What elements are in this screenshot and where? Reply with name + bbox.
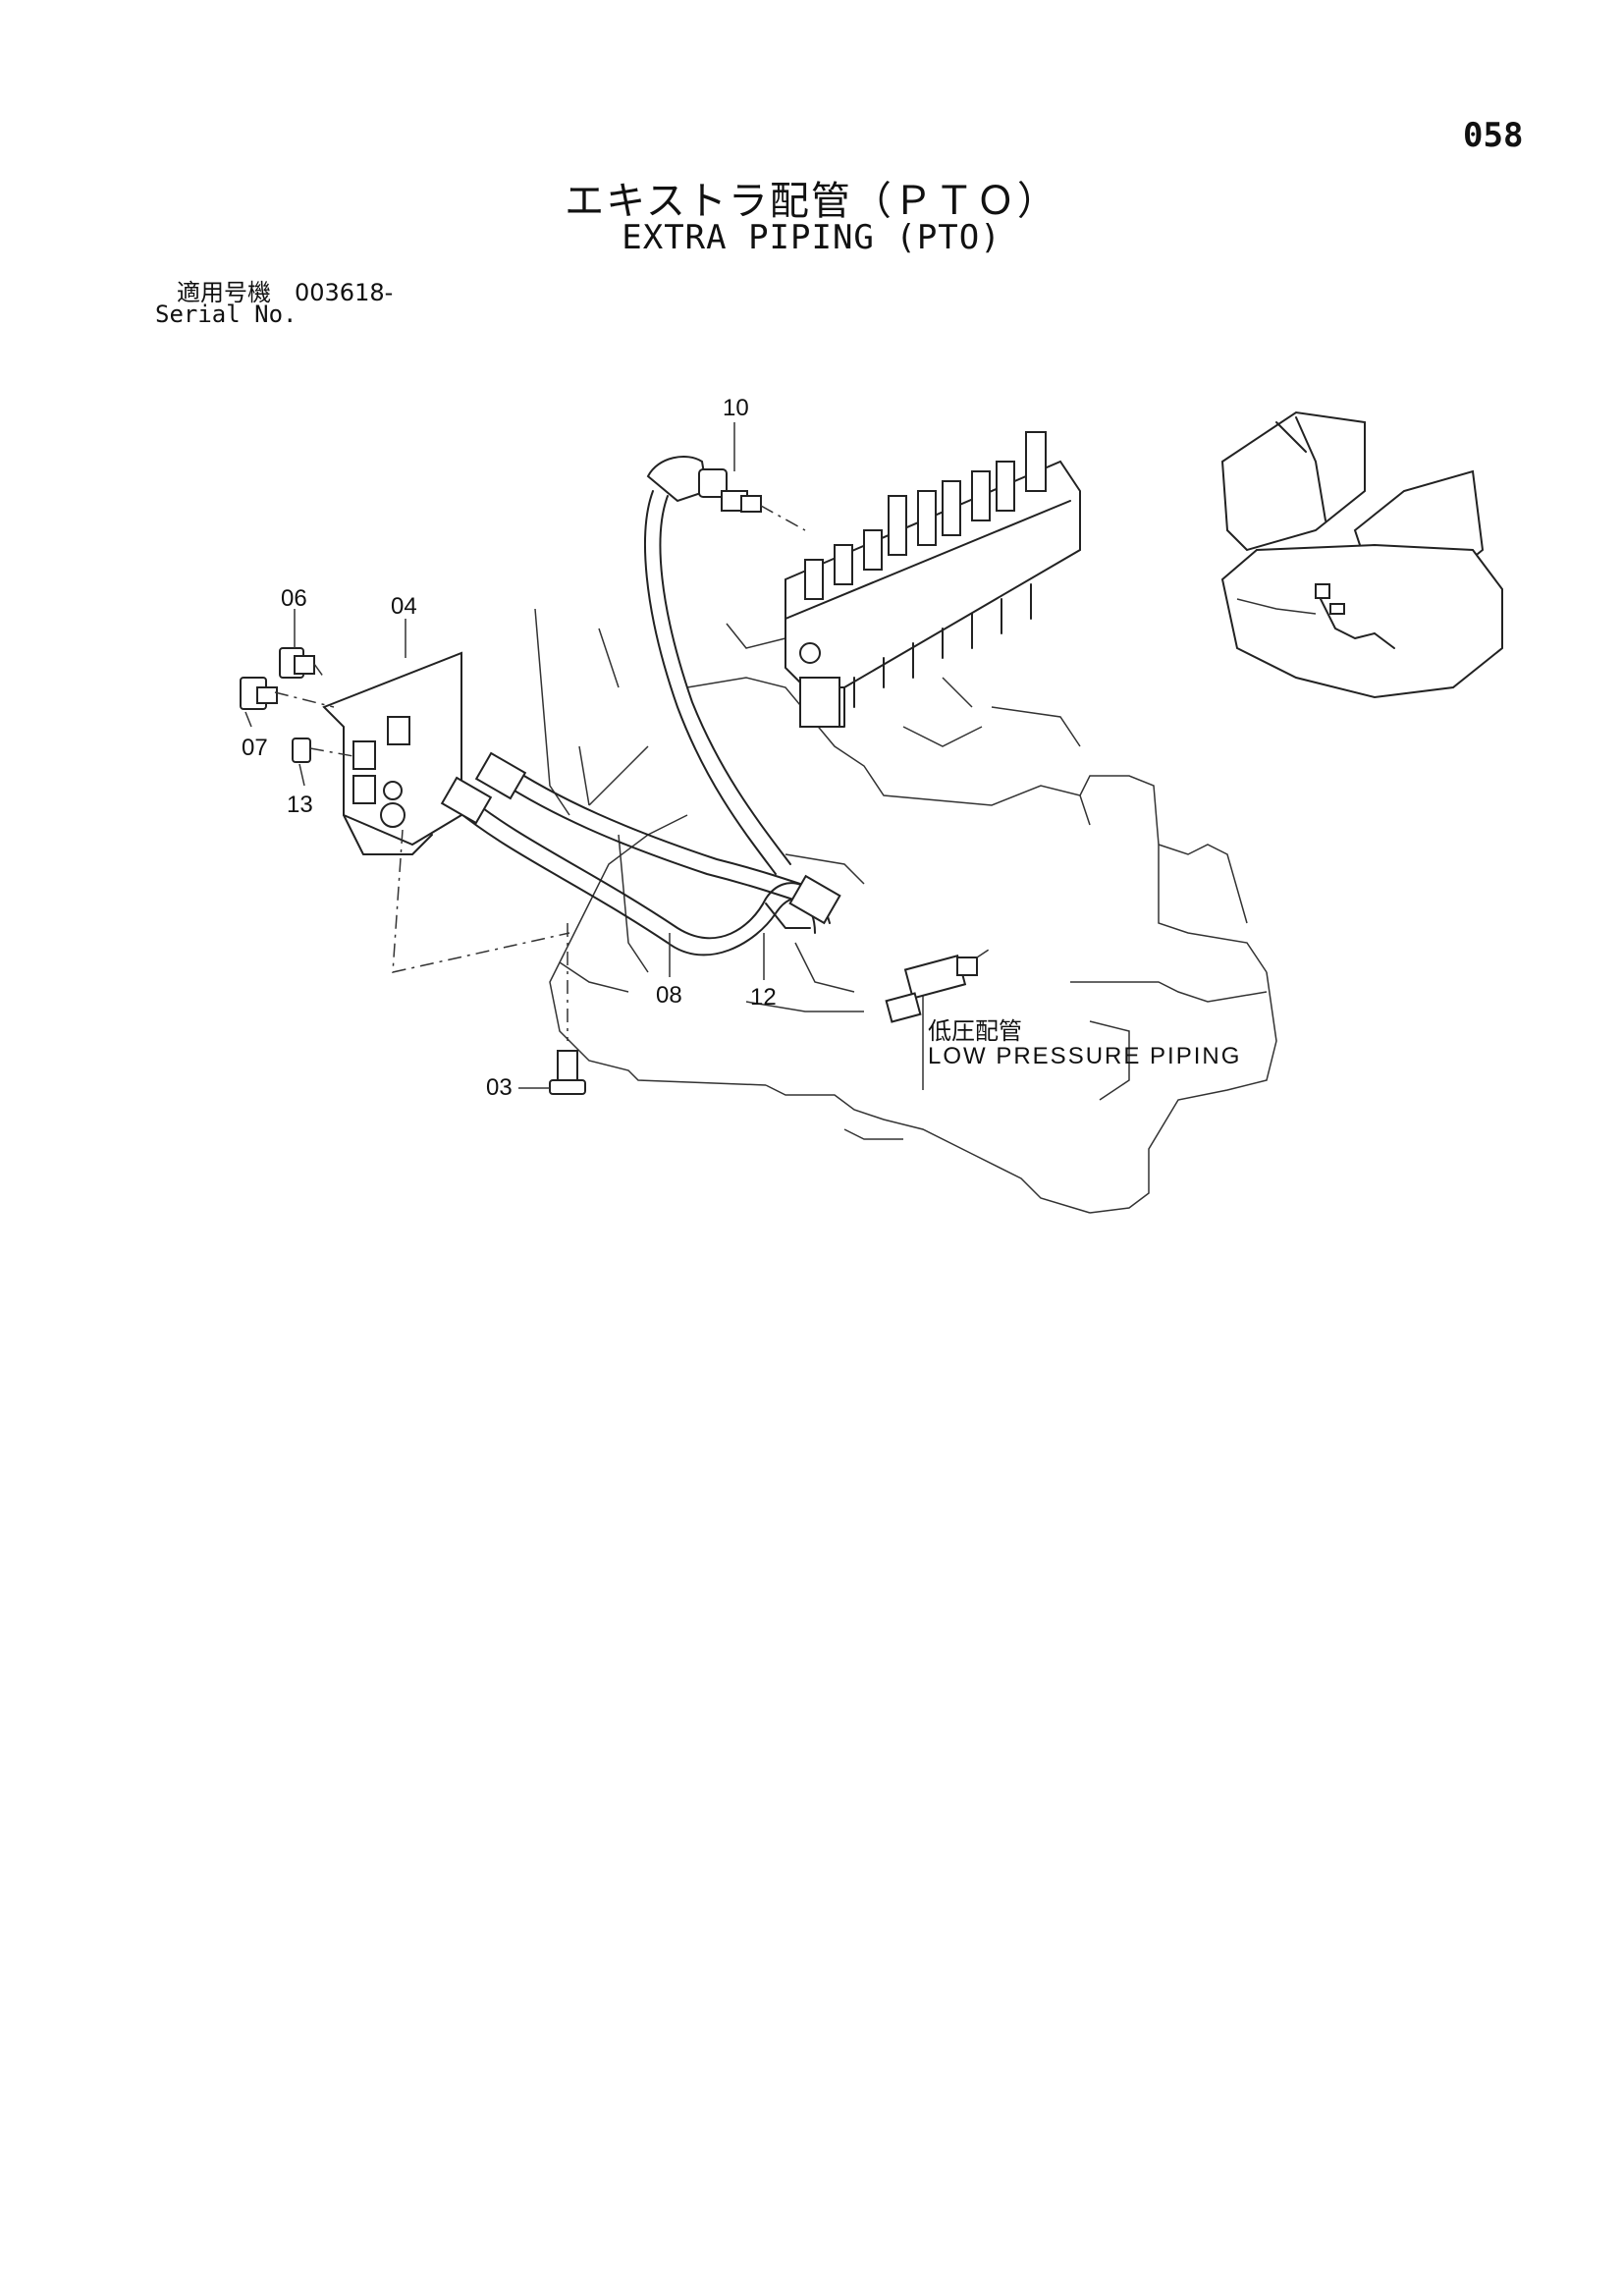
title-english: EXTRA PIPING (PTO) xyxy=(622,218,1001,257)
serial-japanese: 適用号機 003618- xyxy=(177,279,394,306)
control-valve-assembly xyxy=(784,431,1081,728)
low-pressure-label-japanese: 低圧配管 xyxy=(928,1017,1022,1045)
callout-04: 04 xyxy=(391,593,417,620)
callout-08: 08 xyxy=(656,982,682,1009)
title-japanese: エキストラ配管（ＰＴＯ） xyxy=(565,179,1058,224)
bracket-04 xyxy=(322,651,570,973)
fittings-06-07-13 xyxy=(240,647,354,763)
callout-07: 07 xyxy=(242,735,268,761)
low-pressure-label-english: LOW PRESSURE PIPING xyxy=(928,1043,1242,1069)
callout-leaders xyxy=(244,422,765,1089)
machine-body-outline xyxy=(534,608,1277,1214)
callout-10: 10 xyxy=(723,395,749,421)
hose-10 xyxy=(644,456,806,875)
callout-12: 12 xyxy=(750,984,777,1011)
callout-13: 13 xyxy=(287,792,313,818)
reference-machine-thumbnail xyxy=(1220,410,1503,699)
callout-06: 06 xyxy=(281,585,307,612)
callout-03: 03 xyxy=(486,1074,513,1101)
hoses-08-12 xyxy=(440,751,841,957)
serial-english: Serial No. xyxy=(155,301,298,328)
bolt-03 xyxy=(549,923,586,1095)
low-pressure-fitting xyxy=(885,947,993,1023)
page-number: 058 xyxy=(1463,116,1524,155)
